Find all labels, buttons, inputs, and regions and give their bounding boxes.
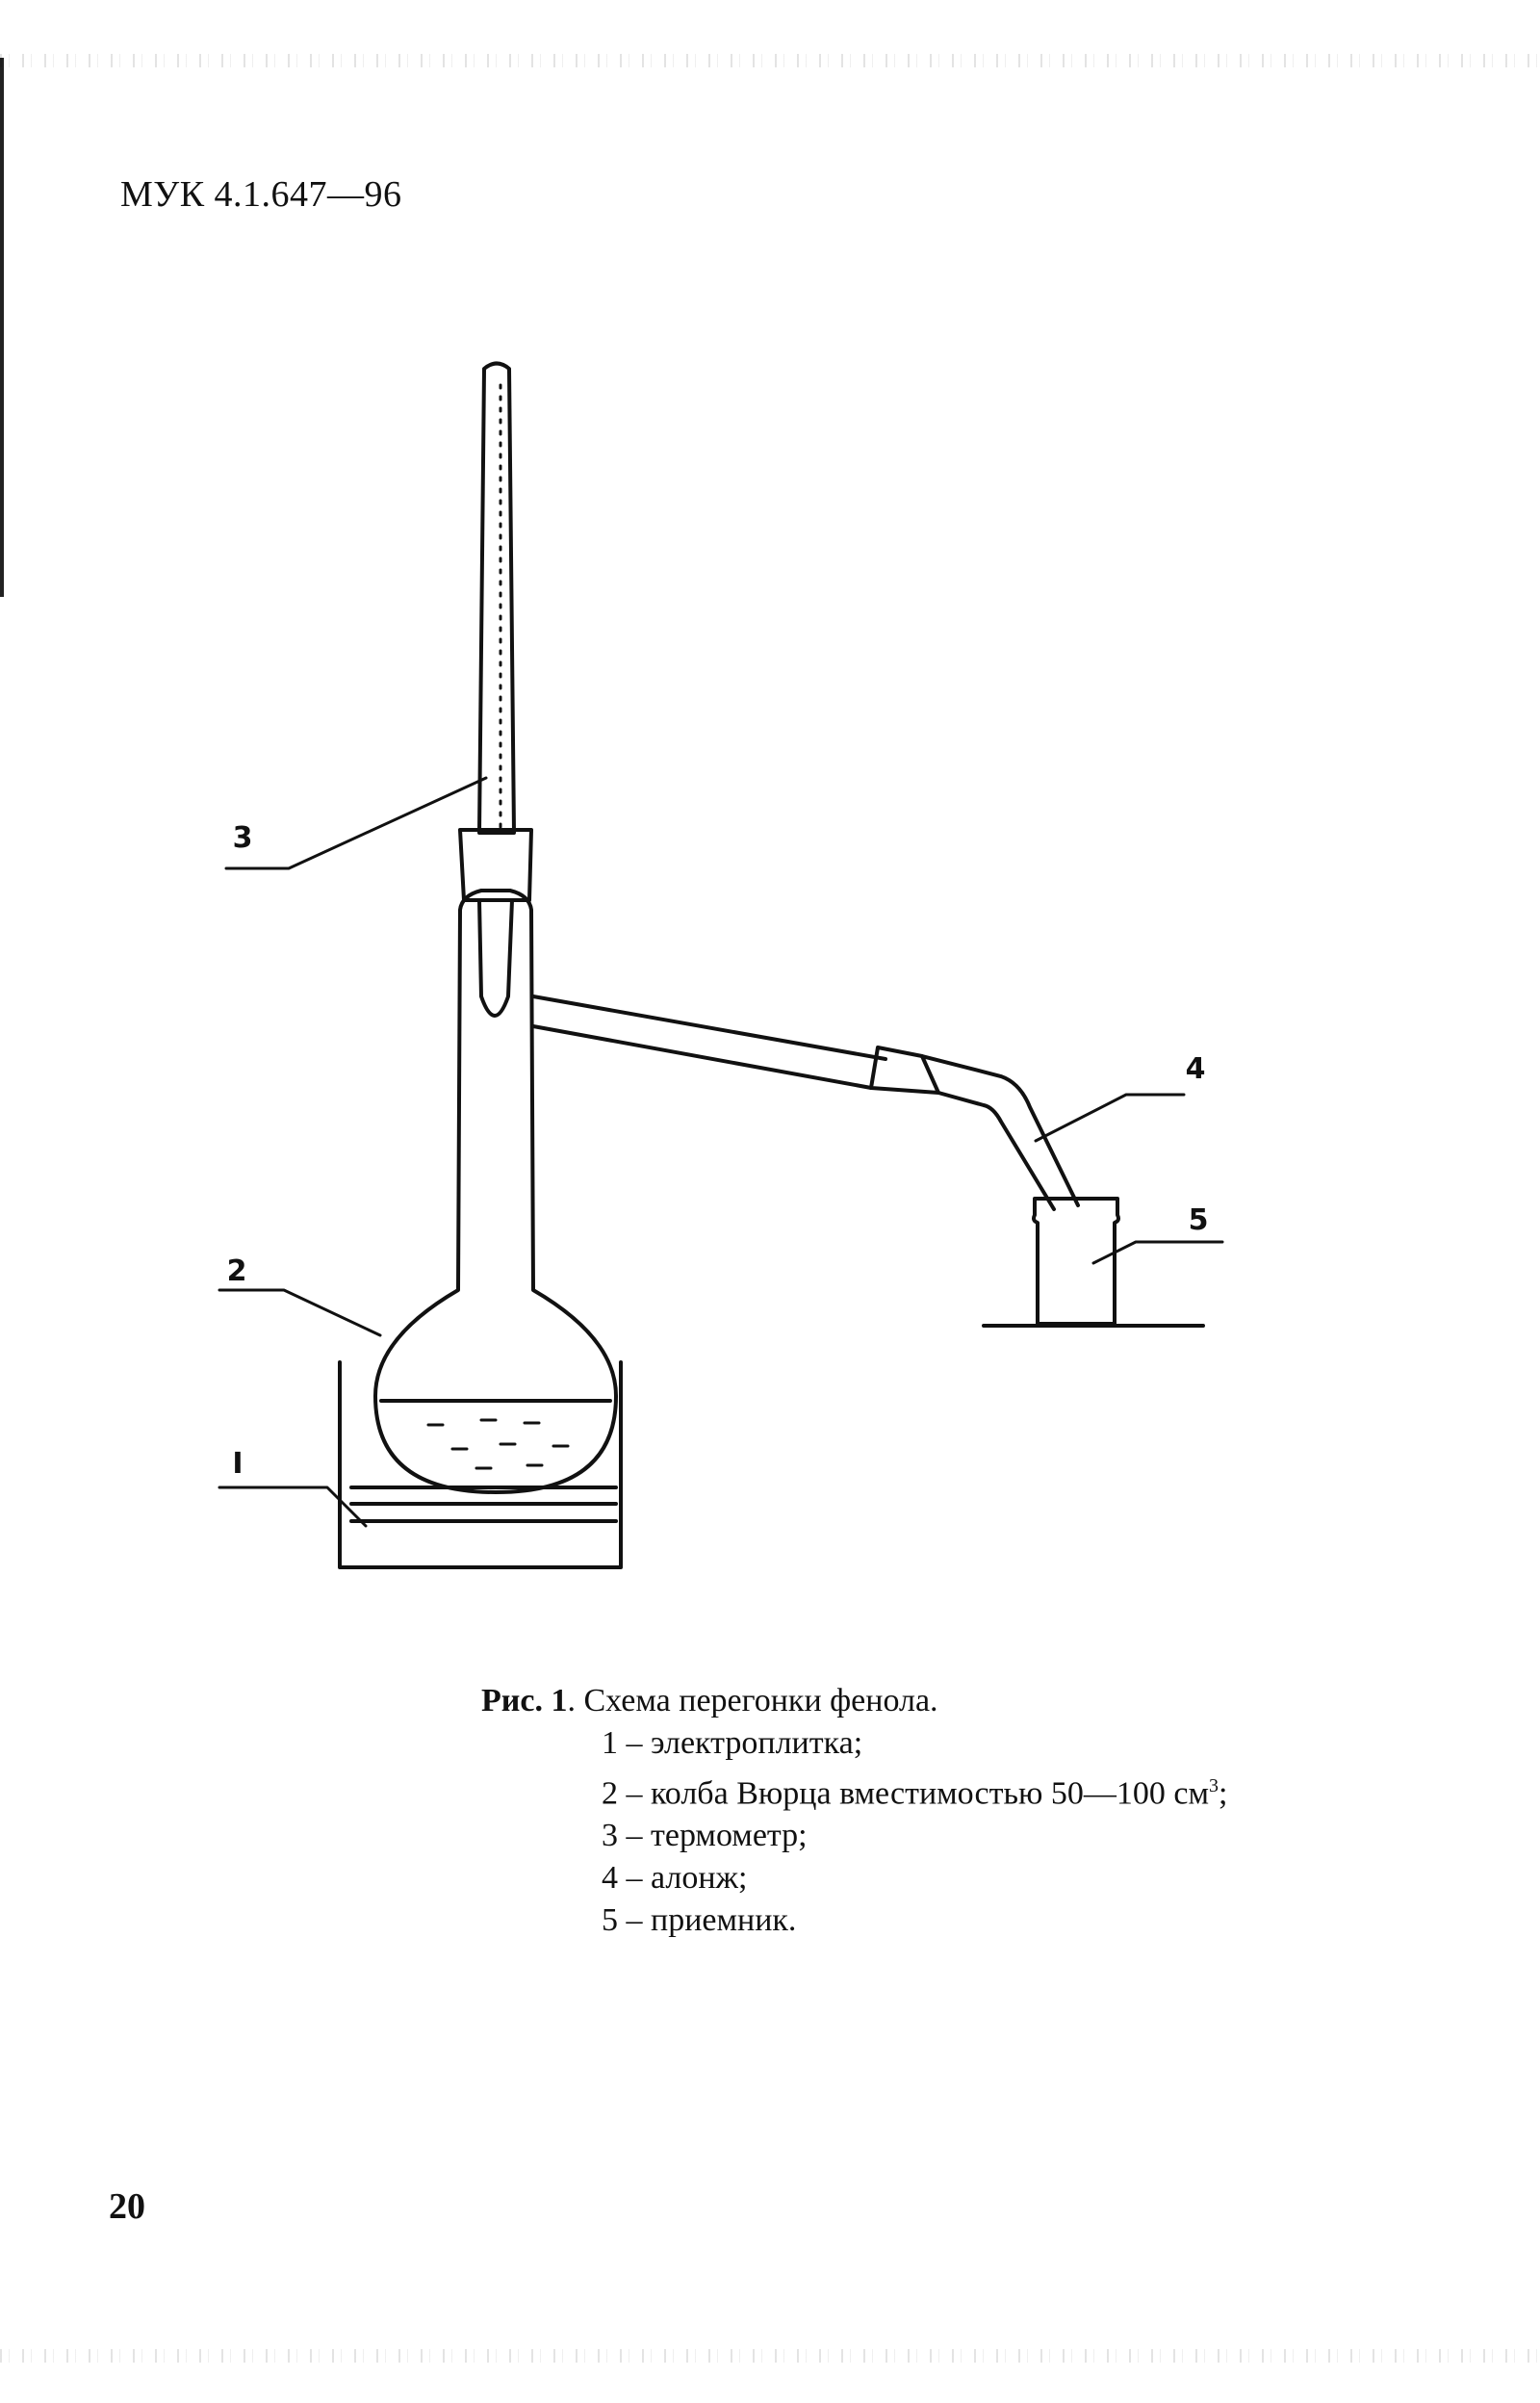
allonge (920, 1054, 1080, 1211)
caption-legend: 1 – электроплитка; 2 – колба Вюрца вмест… (481, 1722, 1444, 1942)
distillation-diagram-svg: 3 2 I 4 5 (218, 361, 1224, 1569)
legend-item: 3 – термометр; (602, 1818, 808, 1854)
scan-edge (0, 58, 4, 597)
thermometer (477, 361, 516, 835)
rubber-connector (869, 1046, 940, 1095)
label-3: 3 (233, 821, 253, 855)
leader-3 (224, 776, 488, 870)
caption-title: Рис. 1. Схема перегонки фенола. (481, 1680, 1444, 1722)
legend-item: 5 – приемник. (602, 1902, 797, 1939)
thermometer-bulb (477, 898, 514, 1018)
leader-4 (1034, 1093, 1186, 1143)
label-5: 5 (1189, 1203, 1209, 1237)
leader-5 (1091, 1240, 1224, 1265)
legend-item: 1 – электроплитка; (602, 1725, 863, 1761)
unit-superscript: 3 (1208, 1775, 1219, 1796)
scan-noise-bottom (0, 2349, 1540, 2363)
receiver (1032, 1197, 1120, 1326)
liquid-bubbles (426, 1418, 570, 1470)
leader-1 (218, 1486, 368, 1528)
figure-caption: Рис. 1. Схема перегонки фенола. 1 – элек… (481, 1680, 1444, 1942)
document-header: МУК 4.1.647—96 (120, 174, 402, 215)
scan-noise-top (0, 54, 1540, 67)
leader-2 (218, 1288, 382, 1337)
label-4: 4 (1186, 1052, 1206, 1086)
legend-item: 4 – алонж; (602, 1860, 748, 1897)
caption-figure-label: Рис. 1 (481, 1683, 568, 1718)
label-1: I (232, 1447, 243, 1481)
label-2: 2 (227, 1254, 247, 1288)
caption-figure-title: . Схема перегонки фенола. (567, 1683, 938, 1718)
side-arm (531, 995, 887, 1090)
legend-item: 2 – колба Вюрца вместимостью 50—100 см3; (602, 1775, 1228, 1812)
distillation-diagram: 3 2 I 4 5 (192, 347, 1251, 1598)
page-number: 20 (109, 2186, 145, 2227)
wurtz-flask (373, 889, 618, 1494)
heater-bath (338, 1360, 623, 1569)
